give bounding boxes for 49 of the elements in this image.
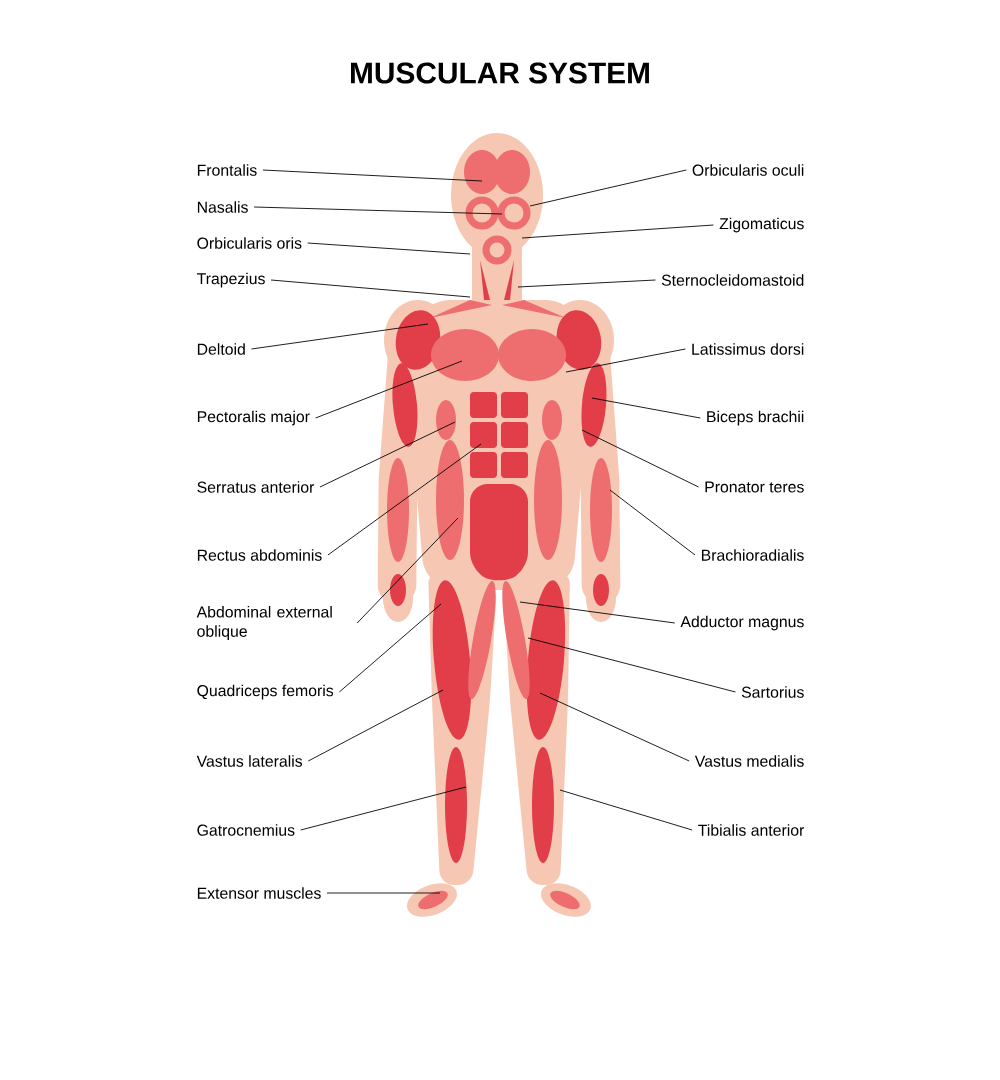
leader-line xyxy=(521,224,714,239)
muscle-label: Deltoid xyxy=(197,343,245,355)
muscle-label: Rectus abdominis xyxy=(197,549,322,561)
muscle-label: Extensor muscles xyxy=(197,887,321,899)
muscle-label: Sartorius xyxy=(741,686,804,698)
muscle-label: Abdominal external oblique xyxy=(196,605,332,641)
muscle-label: Pronator teres xyxy=(705,481,804,493)
muscle-label: Gatrocnemius xyxy=(197,824,295,836)
leader-line xyxy=(529,169,687,207)
leader-line xyxy=(315,360,463,419)
leader-line xyxy=(539,692,690,762)
leader-line xyxy=(581,429,699,488)
leader-line xyxy=(251,323,429,350)
leader-line xyxy=(319,421,456,488)
muscle-label: Quadriceps femoris xyxy=(197,684,334,700)
muscle-label: Serratus anterior xyxy=(197,481,315,493)
muscle-label: Nasalis xyxy=(197,201,248,213)
leader-line xyxy=(262,169,483,182)
leader-line xyxy=(307,242,471,255)
muscle-label: Pectoralis major xyxy=(197,410,310,426)
muscle-label: Orbicularis oris xyxy=(197,237,302,249)
leader-line xyxy=(356,517,459,624)
title: MUSCULAR SYSTEM xyxy=(351,62,649,84)
muscle-label: Trapezius xyxy=(197,272,265,288)
leader-line xyxy=(326,892,441,894)
muscle-label: Latissimus dorsi xyxy=(692,343,804,355)
leader-line xyxy=(253,206,503,215)
leader-line xyxy=(591,397,701,419)
muscle-label: Adductor magnus xyxy=(680,615,804,631)
muscle-label: Biceps brachii xyxy=(707,410,804,426)
muscle-label: Brachioradialis xyxy=(701,549,804,561)
leader-line xyxy=(565,348,686,373)
leader-line xyxy=(519,601,676,624)
leader-line xyxy=(300,786,467,831)
leader-line xyxy=(327,443,482,556)
leader-line xyxy=(338,603,442,693)
muscle-label: Tibialis anterior xyxy=(698,824,805,836)
muscle-label: Zigomaticus xyxy=(719,217,804,233)
muscle-label: Vastus lateralis xyxy=(196,755,303,767)
muscle-label: Orbicularis oculi xyxy=(692,164,804,176)
leader-line xyxy=(270,279,471,298)
leader-line xyxy=(527,637,736,693)
muscle-label: Sternocleidomastoid xyxy=(661,274,804,286)
muscle-label: Vastus medialis xyxy=(694,755,804,767)
leader-line xyxy=(559,789,693,831)
leader-line xyxy=(307,689,444,762)
leader-line xyxy=(609,489,696,556)
muscle-label: Frontalis xyxy=(197,164,257,176)
leader-line xyxy=(517,279,656,288)
